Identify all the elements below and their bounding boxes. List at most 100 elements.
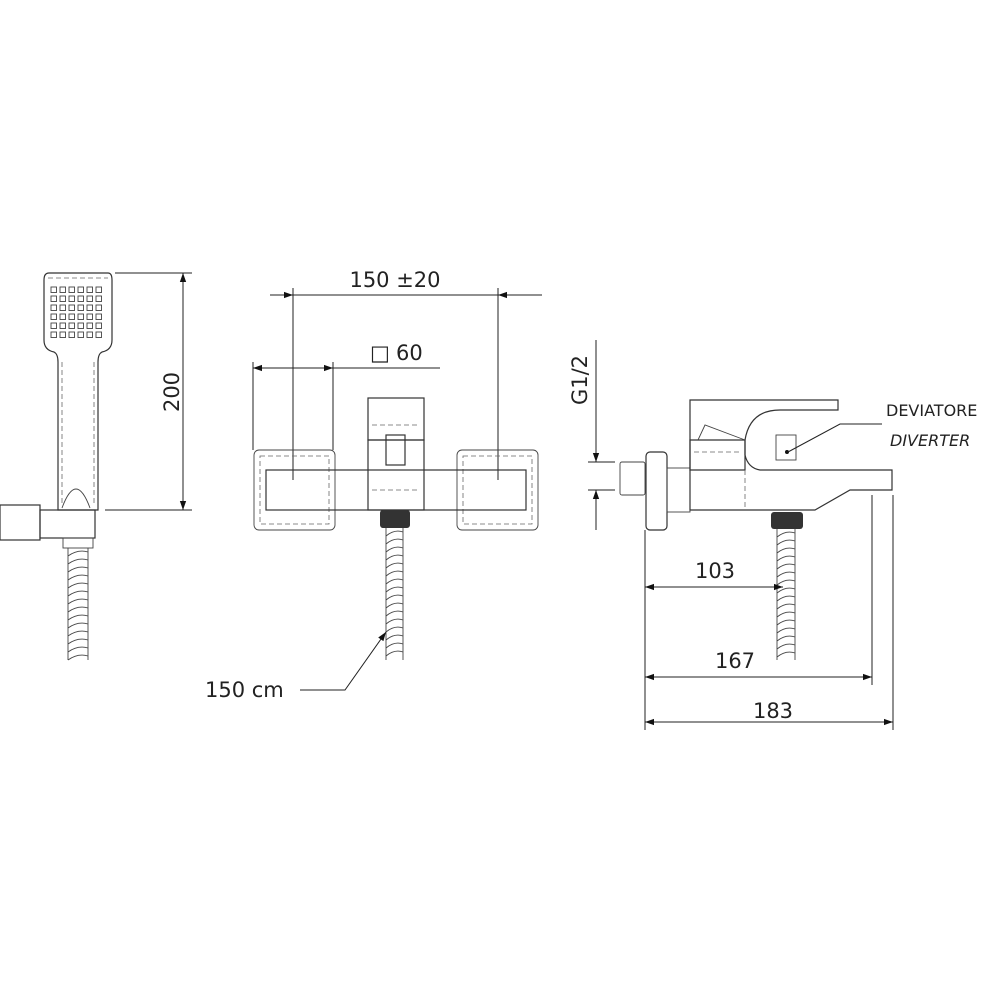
nozzle (86, 295, 93, 302)
hose-coil (385, 546, 404, 553)
nozzle (95, 313, 102, 320)
thread-label: G1/2 (568, 355, 592, 405)
hose-coil (67, 550, 89, 557)
hose-coil (776, 627, 796, 634)
nozzle (68, 304, 75, 311)
nozzle (59, 304, 66, 311)
hose-coil (67, 574, 89, 581)
nozzle (50, 313, 57, 320)
dimension-label-167: 167 (715, 649, 755, 673)
hose-coil (385, 554, 404, 561)
nozzle (59, 331, 66, 338)
hose-coil (776, 587, 796, 594)
square-symbol: □ (370, 341, 390, 365)
nozzle (59, 286, 66, 293)
hose-coil (67, 638, 89, 645)
hose-coil (385, 610, 404, 617)
nozzle (77, 313, 84, 320)
hose-coil (385, 642, 404, 649)
nozzle (50, 286, 57, 293)
nozzle (68, 322, 75, 329)
dimension-label-150-20: 150 ±20 (349, 268, 440, 292)
hose-coil (776, 651, 796, 658)
nozzle (50, 304, 57, 311)
hose-left (67, 548, 89, 661)
side-view: G1/2 DEVIATORE DIVERTER 103 167 183 (568, 340, 977, 730)
hose-length-label: 150 cm (205, 678, 284, 702)
nozzle (68, 286, 75, 293)
hose-coil (385, 586, 404, 593)
nozzle (86, 331, 93, 338)
hose-coil (385, 602, 404, 609)
dimension-200: 200 (105, 272, 192, 511)
hose-coil (385, 594, 404, 601)
nozzle (77, 304, 84, 311)
nozzle (86, 286, 93, 293)
hose-coil (67, 606, 89, 613)
dimension-label-60: 60 (396, 341, 423, 365)
hose-coil (776, 643, 796, 650)
nozzle (86, 313, 93, 320)
nozzle (77, 286, 84, 293)
hand-shower (0, 272, 113, 661)
dimension-label-183: 183 (753, 699, 793, 723)
nozzle (59, 322, 66, 329)
hose-coil (385, 650, 404, 657)
hose-coil (67, 566, 89, 573)
hose-coil (776, 595, 796, 602)
nozzle (50, 331, 57, 338)
hose-coil (385, 634, 404, 641)
nozzle (50, 295, 57, 302)
hose-coil (67, 598, 89, 605)
diverter-label-italian: DEVIATORE (886, 401, 977, 420)
hose-coil (776, 571, 796, 578)
nozzle (59, 313, 66, 320)
hose-coil (385, 578, 404, 585)
front-view: 150 ±20 □ 60 150 cm (205, 268, 542, 702)
hose-coil (67, 622, 89, 629)
hose-coil (385, 562, 404, 569)
hose-coil (385, 538, 404, 545)
hose-coil (776, 619, 796, 626)
nozzle (95, 322, 102, 329)
dimension-label-103: 103 (695, 559, 735, 583)
hose-coil (67, 558, 89, 565)
hose-coil (385, 626, 404, 633)
hose-coil (385, 530, 404, 537)
nozzle (95, 295, 102, 302)
nozzle (68, 331, 75, 338)
hose-coil (776, 603, 796, 610)
hose-coil (776, 555, 796, 562)
nozzle (86, 322, 93, 329)
hose-coil (67, 590, 89, 597)
diverter-label-english: DIVERTER (890, 431, 970, 450)
hose-coil (776, 547, 796, 554)
hose-coil (385, 618, 404, 625)
hose-coil (776, 563, 796, 570)
nozzle (77, 295, 84, 302)
hose-coil (776, 539, 796, 546)
nozzle (77, 322, 84, 329)
hose-coil (67, 630, 89, 637)
hose-coil (385, 570, 404, 577)
hose-coil (67, 654, 89, 661)
nozzle (95, 286, 102, 293)
nozzle-grid (50, 286, 102, 338)
nozzle (59, 295, 66, 302)
nozzle (68, 313, 75, 320)
hose-coil (776, 531, 796, 538)
hose-coil (67, 582, 89, 589)
hose-coil (67, 646, 89, 653)
hose-right (776, 529, 796, 660)
hose-coil (67, 614, 89, 621)
dimension-label-200: 200 (160, 372, 184, 412)
nozzle (68, 295, 75, 302)
hose-coil (776, 635, 796, 642)
nozzle (95, 304, 102, 311)
nozzle (86, 304, 93, 311)
nozzle (95, 331, 102, 338)
nozzle (50, 322, 57, 329)
hose-coil (776, 579, 796, 586)
